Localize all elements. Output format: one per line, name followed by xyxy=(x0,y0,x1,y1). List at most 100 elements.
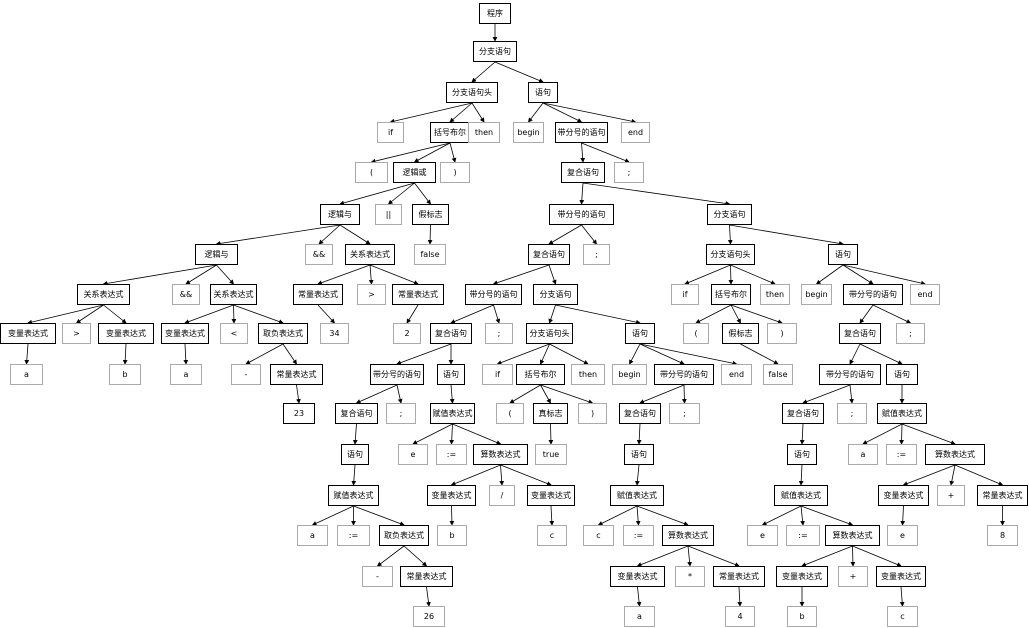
tree-edge xyxy=(737,586,743,607)
tree-edge xyxy=(899,586,905,607)
nonterminal-node: 变量表达式 xyxy=(98,323,154,344)
nonterminal-node: 赋值表达式 xyxy=(877,403,927,424)
tree-edge xyxy=(370,142,451,164)
terminal-node: a xyxy=(170,364,202,385)
tree-edge xyxy=(509,384,541,404)
tree-edge xyxy=(800,505,854,526)
nonterminal-node: 复合语句 xyxy=(528,244,570,265)
terminal-node: c xyxy=(583,525,614,546)
tree-edge xyxy=(730,304,741,324)
terminal-node: then xyxy=(468,122,500,143)
terminal-node: ) xyxy=(440,162,470,183)
terminal-node: ; xyxy=(896,323,925,344)
tree-edge xyxy=(852,545,902,567)
tree-edge xyxy=(403,545,428,567)
nonterminal-node: 复合语句 xyxy=(839,323,881,344)
tree-edge xyxy=(549,505,555,526)
tree-edge xyxy=(449,102,473,123)
tree-edge xyxy=(761,505,802,526)
tree-edge xyxy=(539,343,550,365)
tree-edge xyxy=(376,545,405,567)
tree-edge xyxy=(317,304,336,324)
nonterminal-node: 算数表达式 xyxy=(662,525,714,546)
nonterminal-node: 分支语句头 xyxy=(446,82,498,103)
terminal-node: if xyxy=(482,364,513,385)
nonterminal-node: 语句 xyxy=(828,244,858,265)
nonterminal-node: 算数表达式 xyxy=(925,444,985,465)
nonterminal-node: 关系表达式 xyxy=(77,284,130,305)
tree-edge xyxy=(231,304,237,324)
terminal-node: e xyxy=(747,525,778,546)
nonterminal-node: 带分号的语句 xyxy=(843,284,903,305)
tree-edge xyxy=(730,264,776,285)
nonterminal-node: 带分号的语句 xyxy=(549,204,614,225)
tree-edge xyxy=(413,142,451,163)
terminal-node: c xyxy=(887,606,918,627)
terminal-node: ; xyxy=(614,162,644,183)
terminal-node: ; xyxy=(485,323,513,344)
terminal-node: 2 xyxy=(393,323,421,344)
tree-edge xyxy=(901,423,956,445)
tree-edge xyxy=(859,304,874,324)
tree-edge xyxy=(412,423,453,445)
tree-edge xyxy=(396,343,452,365)
nonterminal-node: 变量表达式 xyxy=(876,566,926,587)
nonterminal-node: 关系表达式 xyxy=(210,284,257,305)
nonterminal-node: 取负表达式 xyxy=(258,323,308,344)
tree-edge xyxy=(862,423,903,445)
tree-edge xyxy=(496,343,550,365)
tree-edge xyxy=(740,343,779,365)
tree-edge xyxy=(185,264,217,285)
tree-edge xyxy=(849,384,854,404)
tree-edge xyxy=(414,182,431,205)
terminal-node: / xyxy=(489,485,515,506)
tree-edge xyxy=(233,304,284,324)
tree-edge xyxy=(582,182,731,206)
terminal-node: - xyxy=(231,364,261,385)
terminal-node: 4 xyxy=(725,606,755,627)
terminal-node: 8 xyxy=(987,525,1018,546)
terminal-node: > xyxy=(357,284,386,305)
tree-edge xyxy=(687,545,740,567)
nonterminal-node: 复合语句 xyxy=(430,323,472,344)
terminal-node: := xyxy=(623,525,654,546)
terminal-node: + xyxy=(937,485,965,506)
tree-edge xyxy=(581,224,597,245)
tree-edge xyxy=(351,464,357,486)
tree-edge xyxy=(389,102,473,124)
tree-edge xyxy=(800,505,805,526)
terminal-node: < xyxy=(220,323,248,344)
terminal-node: a xyxy=(10,364,43,385)
nonterminal-node: 常量表达式 xyxy=(400,566,453,587)
tree-edge xyxy=(842,264,874,285)
tree-edge xyxy=(103,304,127,324)
tree-edge xyxy=(122,343,128,365)
tree-edge xyxy=(493,304,501,324)
tree-edge xyxy=(339,182,415,206)
tree-edge xyxy=(849,343,861,365)
tree-edge xyxy=(450,464,501,486)
tree-edge xyxy=(639,343,685,365)
tree-edge xyxy=(352,423,358,445)
nonterminal-node: 常量表达式 xyxy=(270,364,323,385)
tree-edge xyxy=(369,264,419,285)
nonterminal-node: 变量表达式 xyxy=(527,485,575,506)
terminal-node: end xyxy=(721,364,752,385)
nonterminal-node: 分支语句 xyxy=(533,284,578,305)
tree-edge xyxy=(499,464,505,486)
nonterminal-node: 赋值表达式 xyxy=(430,403,475,424)
tree-edge xyxy=(27,304,104,325)
tree-edge xyxy=(597,505,638,526)
terminal-node: false xyxy=(763,364,793,385)
tree-edge xyxy=(426,586,431,607)
nonterminal-node: 分支语句头 xyxy=(526,323,573,344)
tree-edge xyxy=(542,102,583,123)
tree-edge xyxy=(954,464,1004,486)
nonterminal-node: 分支语句 xyxy=(473,41,517,62)
terminal-node: && xyxy=(172,284,200,305)
tree-edge xyxy=(24,343,30,365)
nonterminal-node: 变量表达式 xyxy=(776,566,828,587)
terminal-node: > xyxy=(62,323,91,344)
terminal-node: + xyxy=(838,566,868,587)
